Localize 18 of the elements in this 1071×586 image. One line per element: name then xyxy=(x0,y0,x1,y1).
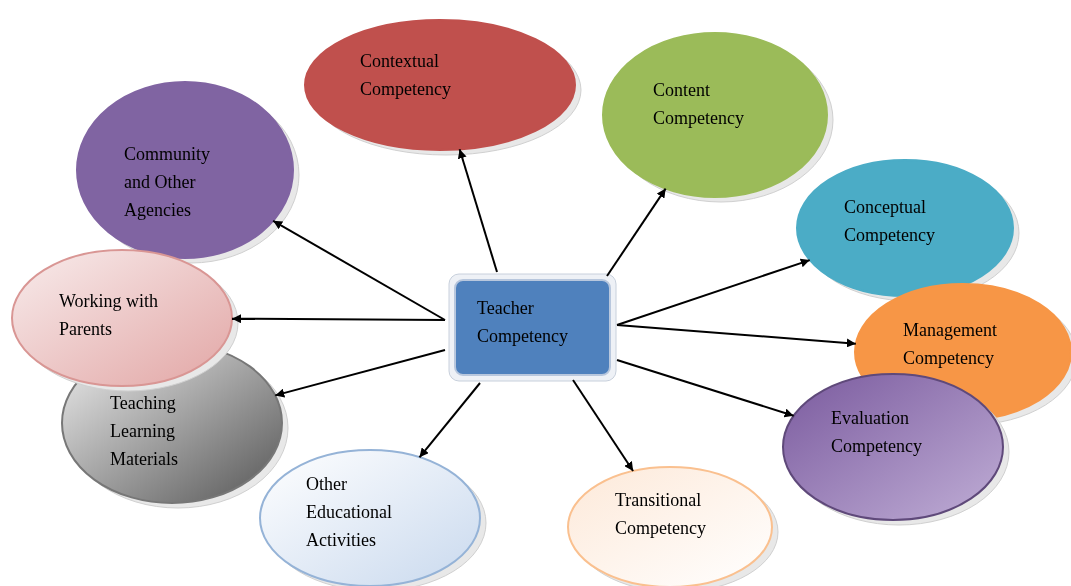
arrow xyxy=(457,148,498,273)
arrow xyxy=(606,187,667,277)
arrow xyxy=(572,379,635,473)
ellipse-label: Content Competency xyxy=(653,79,745,130)
arrow xyxy=(418,382,481,459)
ellipse-label: Conceptual Competency xyxy=(844,196,936,247)
ellipse-label: Evaluation Competency xyxy=(831,407,923,458)
box-label: Teacher Competency xyxy=(477,297,569,348)
ellipse-label: Transitional Competency xyxy=(615,489,707,540)
arrow xyxy=(272,219,446,321)
arrow xyxy=(616,359,795,418)
ellipse-label: Working with Parents xyxy=(59,290,160,341)
ellipse-label: Other Educational Activities xyxy=(306,473,393,552)
ellipse-label: Teaching Learning Materials xyxy=(110,392,179,471)
ellipse-label: Management Competency xyxy=(903,319,998,370)
ellipse-label: Contextual Competency xyxy=(360,50,452,101)
ellipse-label: Community and Other Agencies xyxy=(124,143,211,222)
arrow xyxy=(616,258,811,326)
